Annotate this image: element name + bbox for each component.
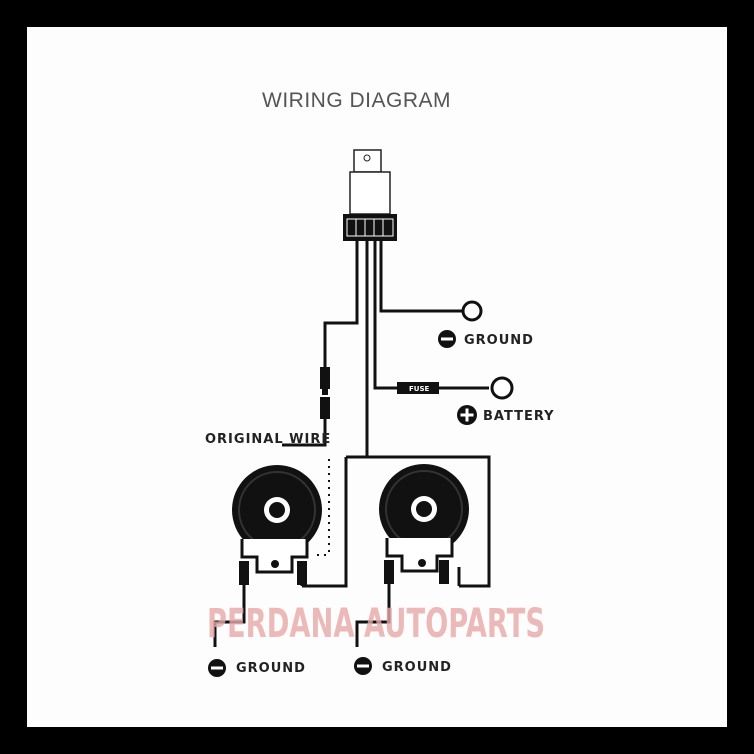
relay-icon	[343, 149, 397, 241]
fuse-icon: FUSE	[397, 382, 439, 394]
minus-circle-icon	[354, 657, 372, 675]
watermark: PERDANA AUTOPARTS	[207, 601, 545, 647]
diagram-panel: WIRING DIAGRAM GROUND	[27, 27, 727, 727]
fuse-label: FUSE	[409, 385, 430, 393]
ground-label-top: GROUND	[464, 333, 534, 348]
ground-label-left: GROUND	[236, 661, 306, 676]
ground-label-right: GROUND	[382, 660, 452, 675]
ring-terminal-icon	[461, 300, 483, 322]
horn-icon	[379, 464, 469, 584]
diagram-title: WIRING DIAGRAM	[262, 89, 451, 112]
minus-circle-icon	[208, 659, 226, 677]
plus-circle-icon	[457, 405, 477, 425]
wiring-diagram: WIRING DIAGRAM GROUND	[205, 89, 555, 677]
horn-icon	[232, 465, 322, 585]
original-wire-label: ORIGINAL WIRE	[205, 432, 331, 447]
connector-icon	[320, 367, 330, 419]
minus-circle-icon	[438, 330, 456, 348]
battery-label: BATTERY	[483, 409, 555, 424]
ring-terminal-icon	[490, 376, 514, 400]
